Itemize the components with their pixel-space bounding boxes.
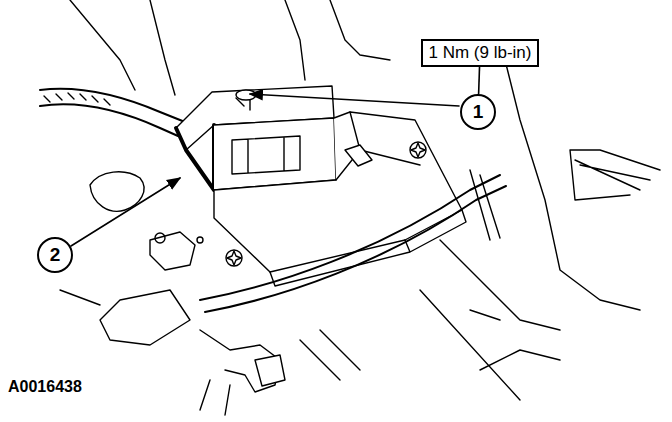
- cable-post: [470, 170, 500, 240]
- callout-circle: 1: [460, 94, 496, 130]
- callout-number: 2: [50, 244, 61, 266]
- frame-line: [285, 0, 305, 80]
- connector-edge: [176, 125, 214, 190]
- frame-line: [480, 350, 560, 370]
- figure-id: A0016438: [8, 378, 82, 396]
- module-edge: [336, 112, 420, 180]
- connector-detail: [232, 96, 300, 174]
- frame-line: [300, 330, 360, 380]
- cable: [205, 186, 506, 312]
- bracket: [100, 290, 190, 345]
- harness-wrap: [44, 93, 110, 105]
- module-body: [214, 112, 462, 272]
- frame-line: [330, 0, 390, 60]
- wire-harness: [40, 104, 178, 136]
- frame-line: [570, 150, 660, 200]
- bracket-hole: [197, 237, 203, 243]
- leader-arrow: [250, 94, 459, 106]
- bracket: [150, 232, 195, 270]
- torque-spec: 1 Nm (9 lb-in): [429, 43, 532, 63]
- frame-line: [70, 0, 135, 90]
- retaining-screw: [236, 90, 256, 100]
- module-tab: [345, 145, 372, 166]
- star-screw: [410, 142, 426, 158]
- frame-line: [150, 0, 175, 95]
- torque-box: 1 Nm (9 lb-in): [421, 39, 540, 67]
- callout-number: 1: [473, 101, 484, 123]
- callout-circle: 2: [37, 237, 73, 273]
- frame-line: [60, 290, 230, 415]
- star-screw: [227, 251, 241, 265]
- wire-harness: [40, 89, 185, 122]
- star-screw: [411, 143, 425, 157]
- leader-arrow: [71, 178, 180, 246]
- frame-line: [500, 40, 640, 310]
- bracket-hole: [155, 233, 165, 243]
- star-screw: [226, 250, 242, 266]
- small-connector: [255, 355, 285, 386]
- frame-line: [420, 240, 560, 400]
- cable: [200, 175, 500, 300]
- leader-line: [478, 67, 481, 94]
